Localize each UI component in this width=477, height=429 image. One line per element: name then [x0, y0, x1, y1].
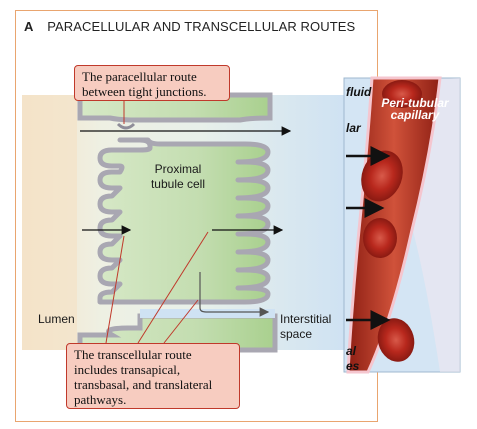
inset-text-fragment: lar	[346, 121, 361, 135]
tight-junction	[116, 122, 136, 130]
lower-cell	[77, 313, 278, 353]
lumen-region	[22, 95, 77, 350]
capillary-label: Peri-tubular capillary	[381, 96, 449, 122]
upper-cell	[77, 92, 273, 123]
interstitial-label: Interstitial space	[280, 312, 332, 341]
translateral-arrow	[199, 272, 270, 317]
panel-title-text: PARACELLULAR AND TRANSCELLULAR ROUTES	[47, 19, 356, 34]
panel-letter: A	[24, 19, 34, 34]
panel-title: A PARACELLULAR AND TRANSCELLULAR ROUTES	[24, 19, 355, 34]
lateral-space	[140, 309, 275, 318]
red-blood-cell	[382, 80, 422, 108]
inset-text-fragment: al	[346, 344, 357, 358]
paracellular-callout: The paracellular route between tight jun…	[74, 65, 230, 101]
inset-text-fragment: fluid	[346, 85, 372, 99]
inset-text-fragment: es	[346, 359, 360, 373]
cell-label: Proximal tubule cell	[150, 162, 206, 191]
transcellular-leader-apical	[105, 235, 125, 344]
transcellular-leader-basal	[137, 231, 209, 344]
red-blood-cell	[363, 218, 397, 258]
proximal-tubule-cell	[97, 137, 271, 305]
lumen-label: Lumen	[38, 312, 75, 326]
transcellular-callout: The transcellular route includes transap…	[66, 343, 240, 409]
transcellular-leader-lateral	[163, 299, 199, 344]
